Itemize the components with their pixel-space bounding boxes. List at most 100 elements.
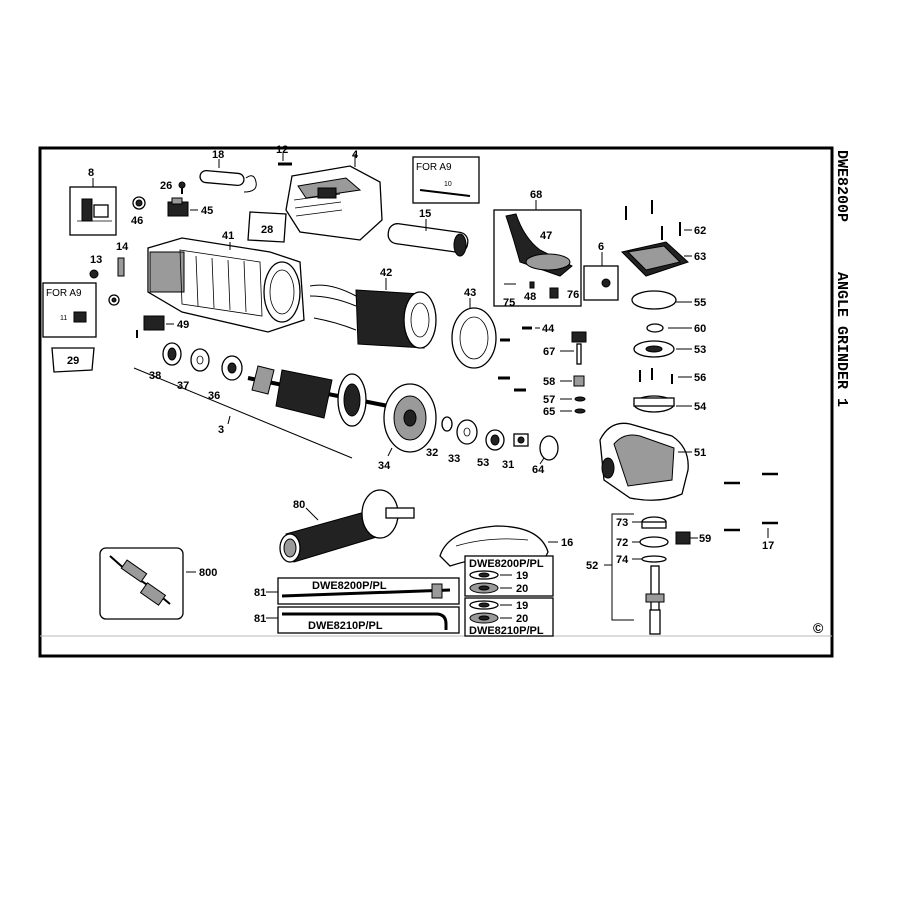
callout-56: 56: [694, 372, 706, 384]
callout-3: 3: [218, 424, 224, 436]
part-14-spacer: [117, 257, 125, 277]
part-12-pin: [278, 152, 292, 166]
part-18-tube: [199, 159, 245, 187]
side-title-model: DWE8200P: [833, 150, 850, 222]
callout-28: 28: [261, 224, 273, 236]
callout-52: 52: [586, 560, 598, 572]
callout-36: 36: [208, 390, 220, 402]
part-53-bearing-top: [633, 340, 692, 358]
callout-19-top: 19: [516, 570, 528, 582]
callout-64: 64: [532, 464, 545, 476]
callout-42: 42: [380, 267, 392, 279]
part-81-wrench-dwe8200: [266, 577, 460, 605]
part-49-switch: [136, 315, 174, 338]
callout-55: 55: [694, 297, 706, 309]
callout-59: 59: [699, 533, 711, 545]
callout-75: 75: [503, 297, 515, 309]
part-58-spring: [560, 375, 585, 387]
callout-60: 60: [694, 323, 706, 335]
part-43-baffle: [451, 298, 497, 369]
part-53-bearing-low: [485, 429, 505, 451]
callout-53-top: 53: [694, 344, 706, 356]
label-dwe8210-flange: DWE8210P/PL: [469, 625, 544, 637]
part-67-lock-pin: [560, 331, 587, 365]
part-55-o-ring: [631, 290, 692, 310]
callout-29: 29: [67, 355, 79, 367]
part-26-screw: [178, 181, 186, 194]
label-dwe8200-wrench: DWE8200P/PL: [312, 580, 387, 592]
for-a9-top-label: FOR A9: [416, 162, 452, 173]
label-dwe8210-wrench: DWE8210P/PL: [308, 620, 383, 632]
part-42-field-coil: [309, 278, 437, 349]
callout-80: 80: [293, 499, 305, 511]
callout-33: 33: [448, 453, 460, 465]
part-28-label: [247, 211, 287, 243]
callout-20-bottom: 20: [516, 613, 528, 625]
callout-800: 800: [199, 567, 217, 579]
callout-15: 15: [419, 208, 431, 220]
callout-45: 45: [201, 205, 213, 217]
for-a9-inset-top: [412, 156, 480, 204]
callout-76: 76: [567, 289, 579, 301]
part-38-bearing: [162, 342, 182, 366]
callout-32: 32: [426, 447, 438, 459]
for-a9-inset-left: [42, 282, 97, 338]
part-36-bearing: [221, 355, 243, 381]
part-15-handle-tube: [387, 219, 469, 257]
callout-65: 65: [543, 406, 555, 418]
part-6-module: [583, 252, 619, 301]
part-31-nut: [513, 433, 529, 447]
callout-46: 46: [131, 215, 143, 227]
callout-11: 11: [60, 315, 67, 322]
part-41-motor-housing: [147, 237, 305, 333]
callout-57: 57: [543, 394, 555, 406]
part-wire-lead: [243, 175, 257, 193]
side-title-name: ANGLE GRINDER 1: [833, 272, 850, 407]
part-3-armature: [133, 365, 389, 459]
part-56-screws: [639, 368, 692, 384]
callout-10: 10: [444, 181, 452, 188]
callout-8: 8: [88, 167, 94, 179]
callout-17: 17: [762, 540, 774, 552]
part-62-screws: [625, 200, 692, 240]
callout-16: 16: [561, 537, 573, 549]
part-60-washer: [646, 323, 692, 333]
part-81-wrench-dwe8210: [266, 606, 460, 634]
callout-14: 14: [116, 241, 129, 253]
part-37-washer: [190, 348, 210, 372]
side-title: DWE8200P ANGLE GRINDER 1: [833, 150, 850, 407]
part-46-spring: [132, 196, 146, 210]
callout-4: 4: [352, 149, 359, 161]
part-80-side-handle: [279, 489, 415, 563]
part-64-o-ring: [539, 435, 559, 465]
part-29-label: [51, 347, 95, 373]
callout-37: 37: [177, 380, 189, 392]
callout-54: 54: [694, 401, 707, 413]
callout-38: 38: [149, 370, 161, 382]
callout-81-bottom: 81: [254, 613, 266, 625]
callout-73: 73: [616, 517, 628, 529]
part-51-gear-case: [599, 422, 692, 501]
callout-47: 47: [540, 230, 552, 242]
part-63-cover: [621, 241, 692, 277]
part-54-retainer: [633, 395, 692, 413]
part-8-brush-box: [69, 178, 117, 236]
callout-74: 74: [616, 554, 629, 566]
copyright-mark: ©: [813, 620, 824, 636]
part-800-inset: [99, 547, 196, 620]
callout-62: 62: [694, 225, 706, 237]
part-small-spring: [108, 294, 120, 306]
part-65-washer: [560, 408, 586, 414]
callout-49: 49: [177, 319, 189, 331]
callout-68: 68: [530, 189, 542, 201]
callout-48: 48: [524, 291, 536, 303]
callout-41: 41: [222, 230, 234, 242]
callout-43: 43: [464, 287, 476, 299]
part-57-clip: [560, 396, 586, 402]
callout-72: 72: [616, 537, 628, 549]
callout-81-top: 81: [254, 587, 266, 599]
callout-44: 44: [542, 323, 555, 335]
callout-18: 18: [212, 149, 224, 161]
part-17-screws: [724, 472, 778, 538]
